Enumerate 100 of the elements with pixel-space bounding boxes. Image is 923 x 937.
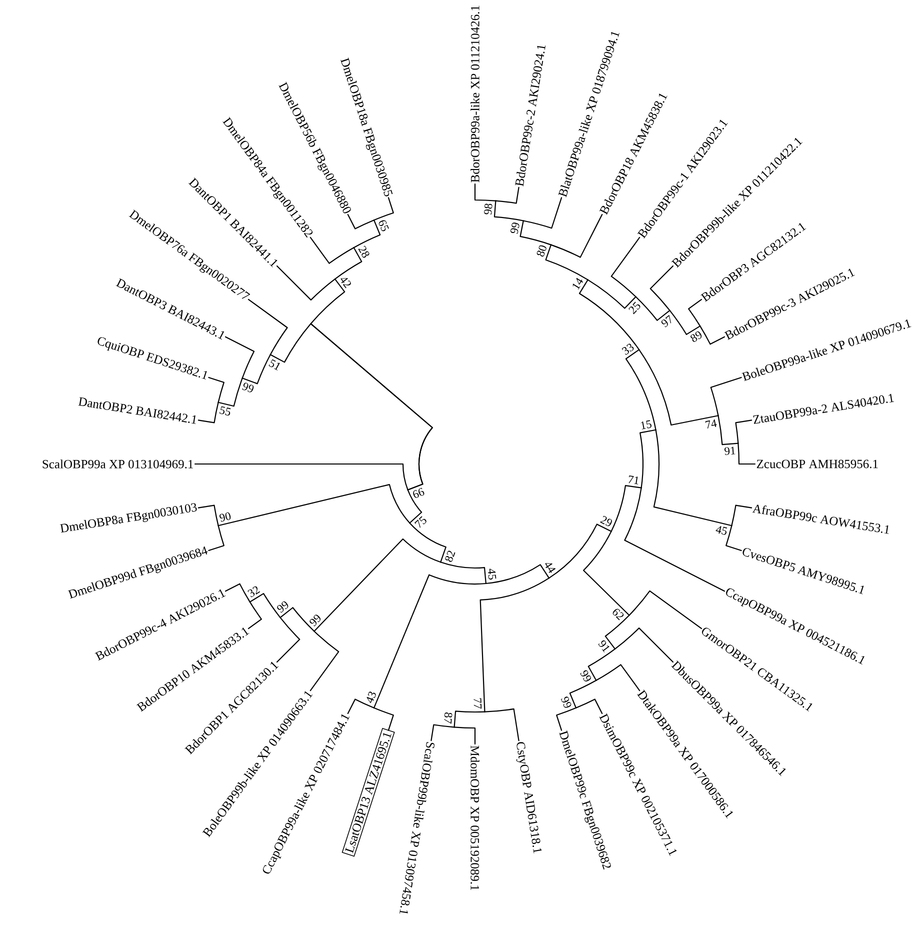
leaf-label: ScalOBP99a XP 013104969.1 [42,460,193,468]
branch [249,593,281,618]
branch [582,530,630,616]
branch [610,236,640,298]
branch [347,214,375,230]
branch [276,616,300,663]
branch [373,574,486,708]
branch [587,279,636,309]
bootstrap-value: 62 [612,608,624,620]
bootstrap-value: 90 [220,512,231,522]
branch [494,200,524,222]
branch [373,197,394,221]
branch [718,415,739,446]
branch [218,378,243,407]
bootstrap-value: 44 [545,563,556,573]
branch [731,504,752,526]
branch [653,429,732,526]
bootstrap-value: 45 [488,568,496,580]
branch [726,525,742,552]
branch [610,485,642,532]
branch [347,698,375,714]
bootstrap-value: 45 [716,526,728,535]
bootstrap-value: 98 [484,204,492,214]
bootstrap-value: 97 [661,314,672,328]
leaf-label: CstyOBP AID61318.1 [516,742,542,854]
leaf-label: ZcucOBP AMH85956.1 [756,460,878,468]
bootstrap-value: 91 [724,446,736,455]
bootstrap-value: 74 [705,419,717,429]
branch [454,710,486,728]
branch [688,298,702,327]
branch [484,708,520,742]
leaf-label: BdorOBP99a-like XP 011210426.1 [470,6,480,182]
bootstrap-value: 42 [340,278,351,288]
branch [710,376,742,416]
bootstrap-value: 99 [310,614,321,626]
leaf-label: ZtauOBP99a-2 ALS40420.1 [753,394,894,424]
bootstrap-value: 55 [220,406,231,416]
branch [480,578,550,712]
bootstrap-value: 77 [474,698,482,709]
bootstrap-value: 14 [572,278,584,290]
branch [556,707,577,731]
branch [604,614,630,650]
branch [700,326,726,345]
bootstrap-value: 99 [561,696,572,708]
branch [569,680,597,708]
branch [373,707,394,731]
bootstrap-value: 75 [414,516,426,528]
bootstrap-value: 87 [444,712,452,724]
branch [614,628,674,663]
bootstrap-value: 66 [413,488,424,498]
bootstrap-value: 28 [358,246,370,258]
bootstrap-value: 99 [277,601,288,613]
branch [407,489,422,524]
branch [578,279,640,350]
bootstrap-value: 82 [445,550,456,562]
branch [638,349,719,426]
branch [474,183,496,202]
bootstrap-value: 33 [622,344,634,355]
bootstrap-value: 65 [378,220,389,232]
branch [242,354,271,384]
bootstrap-value: 91 [598,640,610,652]
branch [224,583,250,602]
bootstrap-value: 99 [242,382,254,392]
branch [650,265,674,312]
bootstrap-value: 32 [248,586,260,598]
branch [522,197,562,229]
branch [625,349,656,430]
branch [520,220,552,246]
branch [208,525,224,552]
branch [738,442,756,465]
branch [314,538,442,632]
branch [545,244,588,280]
bootstrap-value: 89 [690,331,702,342]
branch [208,376,224,403]
bootstrap-value: 29 [600,516,612,526]
branch [669,310,701,335]
bootstrap-value: 99 [510,222,520,234]
branch [218,484,410,526]
branch [353,220,381,248]
branch [628,590,702,630]
branch [588,648,616,681]
bootstrap-value: 15 [640,420,652,430]
branch [334,247,362,280]
branch [224,336,255,379]
leaf-label: BdorOBP99c-2 AKI29024.1 [515,46,546,186]
leaf-label: AfraOBP99c AOW41553.1 [752,504,889,534]
branch [640,429,656,488]
branch [280,607,315,632]
bootstrap-value: 25 [628,302,640,314]
branch [624,487,726,592]
branch [735,420,752,444]
leaf-label: MdomOBP XP 005192089.1 [470,746,480,890]
branch [495,186,520,204]
branch [575,698,603,714]
branch [310,278,433,490]
branch [596,664,640,692]
leaf-label: DantOBP2 BAI82442.1 [78,397,196,424]
branch [485,564,550,584]
bootstrap-value: 43 [366,692,376,704]
branch [409,522,446,563]
